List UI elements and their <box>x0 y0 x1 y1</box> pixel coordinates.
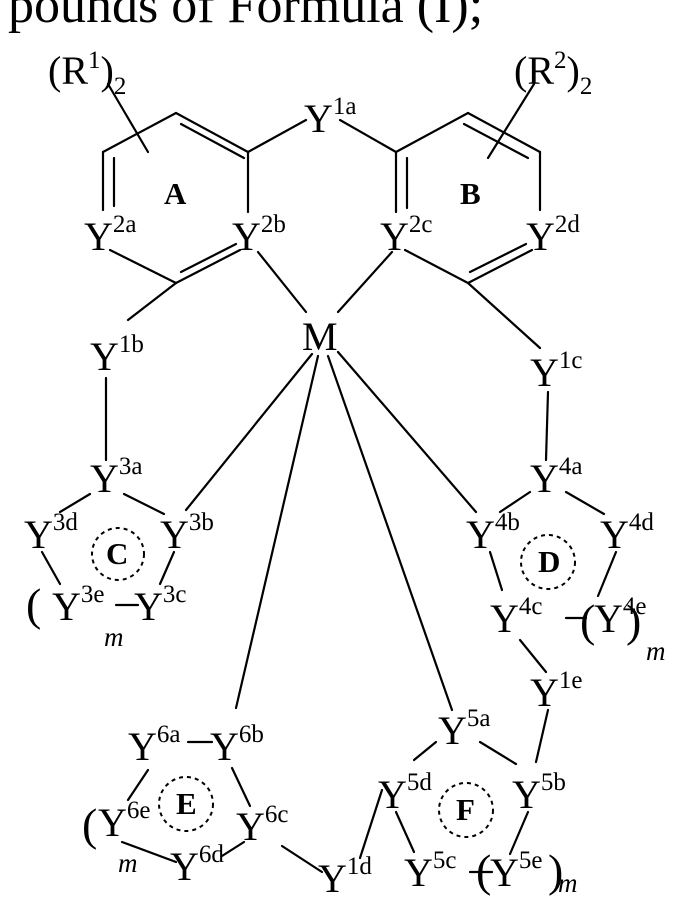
atom-y4a: Y4a <box>530 453 583 501</box>
paren-left-y6e: ( <box>82 799 97 850</box>
bond <box>110 250 176 283</box>
atom-y6a: Y6a <box>128 721 181 769</box>
bond <box>396 812 414 852</box>
bond <box>480 742 516 764</box>
atom-y4b: Y4b <box>466 509 520 557</box>
atom-y4d: Y4d <box>600 509 654 557</box>
r2-substituent: (R2)2 <box>514 47 592 100</box>
bond <box>566 492 604 514</box>
atom-y3d: Y3d <box>24 509 78 557</box>
bond <box>124 494 164 514</box>
bond <box>128 283 176 320</box>
atom-y6e: Y6e <box>98 797 151 845</box>
atom-y3b: Y3b <box>160 509 214 557</box>
ring-label-f: F <box>456 792 475 827</box>
r1-substituent: (R1)2 <box>48 47 126 100</box>
atom-y5d: Y5d <box>378 769 432 817</box>
bond <box>488 84 534 158</box>
bond <box>468 283 540 348</box>
ring-label-c: C <box>106 536 128 571</box>
paren-left-y3e: ( <box>26 579 41 630</box>
bond <box>248 120 306 152</box>
atom-y6b: Y6b <box>210 721 264 769</box>
bond <box>176 250 240 283</box>
bond <box>520 640 546 672</box>
bond <box>338 352 476 512</box>
ring-label-d: D <box>538 544 560 579</box>
atom-y1e: Y1e <box>530 667 583 715</box>
atom-y5c: Y5c <box>404 847 457 895</box>
bond <box>232 768 250 806</box>
bond <box>598 552 616 596</box>
atom-y3c: Y3c <box>134 581 187 629</box>
atom-y1d: Y1d <box>318 853 372 901</box>
atom-y1a: Y1a <box>304 93 357 141</box>
atom-y2d: Y2d <box>526 211 580 259</box>
atom-y2b: Y2b <box>232 211 286 259</box>
atom-y5e: Y5e <box>490 847 543 895</box>
bond <box>546 392 548 460</box>
bond <box>405 250 468 283</box>
bond <box>258 252 306 312</box>
bond <box>340 120 396 152</box>
atom-y1b: Y1b <box>90 331 144 379</box>
bond <box>176 113 248 152</box>
ring-label-a: A <box>164 176 187 211</box>
atom-y3e: Y3e <box>52 581 105 629</box>
bond <box>181 244 236 272</box>
atom-y6c: Y6c <box>236 801 289 849</box>
atom-y1c: Y1c <box>530 347 583 395</box>
bond <box>181 124 244 158</box>
atom-y6d: Y6d <box>170 841 224 889</box>
bond <box>128 770 148 800</box>
subscript-m-f: m <box>558 868 578 898</box>
ring-label-e: E <box>176 786 197 821</box>
subscript-m-e: m <box>118 848 138 878</box>
bond <box>328 356 452 710</box>
subscript-m-d: m <box>646 636 666 666</box>
bond <box>282 846 322 872</box>
atom-y2a: Y2a <box>84 211 137 259</box>
bond <box>414 742 436 760</box>
atom-y4c: Y4c <box>490 593 543 641</box>
bond <box>536 710 548 762</box>
bond <box>103 113 176 152</box>
bond <box>396 113 468 152</box>
atom-y3a: Y3a <box>90 453 143 501</box>
bond <box>186 354 312 510</box>
bond <box>490 552 502 590</box>
atom-y5a: Y5a <box>438 705 491 753</box>
subscript-m-c: m <box>104 622 124 652</box>
metal-center: M <box>302 314 338 359</box>
bond <box>468 250 532 283</box>
bond <box>236 356 318 708</box>
bond <box>338 252 392 312</box>
atom-y2c: Y2c <box>380 211 433 259</box>
header-fragment: pounds of Formula (I); <box>8 0 483 34</box>
ring-label-b: B <box>460 176 481 211</box>
atom-y5b: Y5b <box>512 769 566 817</box>
